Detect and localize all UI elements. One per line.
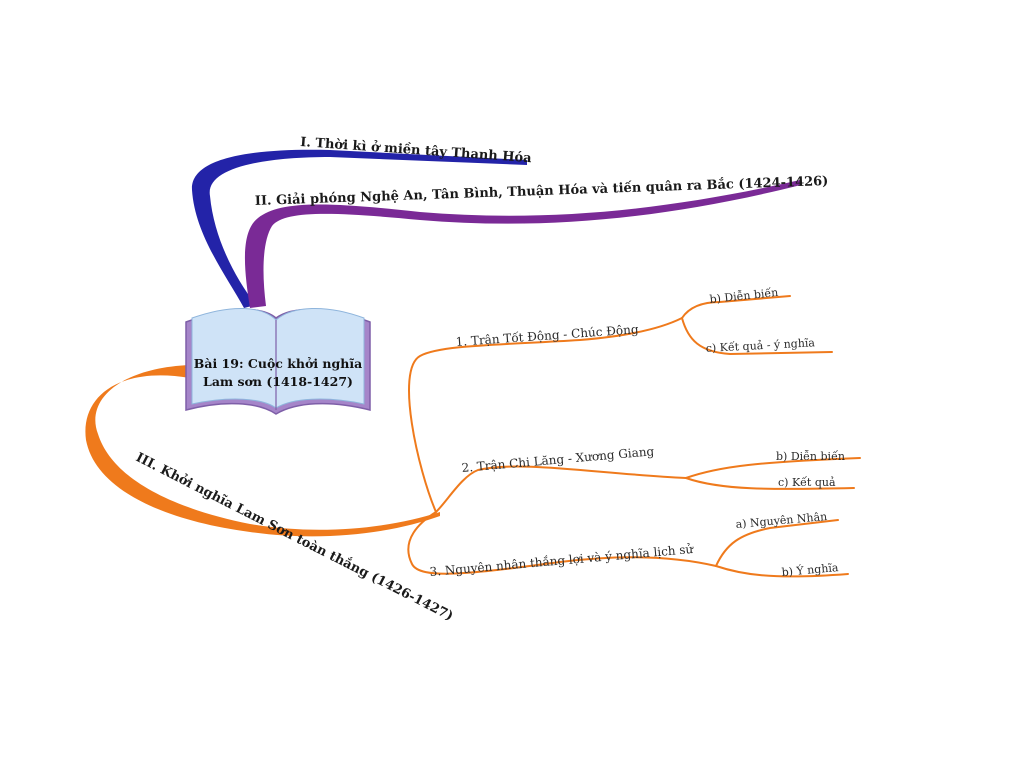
leaf-1-2-label: c) Kết quả - ý nghĩa (705, 336, 815, 355)
leaf-2-1-label: b) Diễn biến (776, 450, 845, 463)
leaf-3-2-label: b) Ý nghĩa (781, 560, 839, 579)
sub-2-line (435, 465, 687, 513)
leaf-3-1-label: a) Nguyên Nhân (735, 510, 828, 531)
central-topic-line-1: Bài 19: Cuộc khởi nghĩa (194, 356, 362, 371)
leaf-1-2-line (681, 317, 833, 356)
leaf-2-2-line (685, 477, 855, 490)
sub-branch-lines (407, 295, 861, 578)
branch-2-line (244, 180, 801, 308)
sub-3-line (407, 511, 717, 575)
central-topic: Bài 19: Cuộc khởi nghĩa Lam sơn (1418-14… (185, 308, 371, 415)
open-book-icon (185, 308, 371, 415)
sub-1-label: 1. Trận Tốt Động - Chúc Động (455, 321, 639, 349)
central-topic-line-2: Lam sơn (1418-1427) (203, 374, 353, 389)
leaf-2-2-label: c) Kết quả (778, 476, 836, 489)
sub-3-label: 3. Nguyên nhân thắng lợi và ý nghĩa lịch… (429, 541, 695, 579)
branch-2-label: II. Giải phóng Nghệ An, Tân Bình, Thuận … (255, 173, 829, 209)
leaf-1-1-label: b) Diễn biến (709, 286, 779, 306)
branch-1-line (191, 149, 528, 308)
leaf-3-1-line (715, 519, 839, 567)
sub-2-label: 2. Trận Chi Lăng - Xương Giang (461, 444, 655, 475)
leaf-3-2-line (715, 565, 849, 578)
branch-3-label: III. Khởi nghĩa Lam Sơn toàn thắng (1426… (133, 449, 456, 624)
leaf-1-1-line (681, 295, 791, 319)
sub-1-line (408, 317, 683, 513)
branch-1-label: I. Thời kì ở miền tây Thanh Hóa (300, 134, 533, 166)
leaf-2-1-line (685, 457, 861, 479)
